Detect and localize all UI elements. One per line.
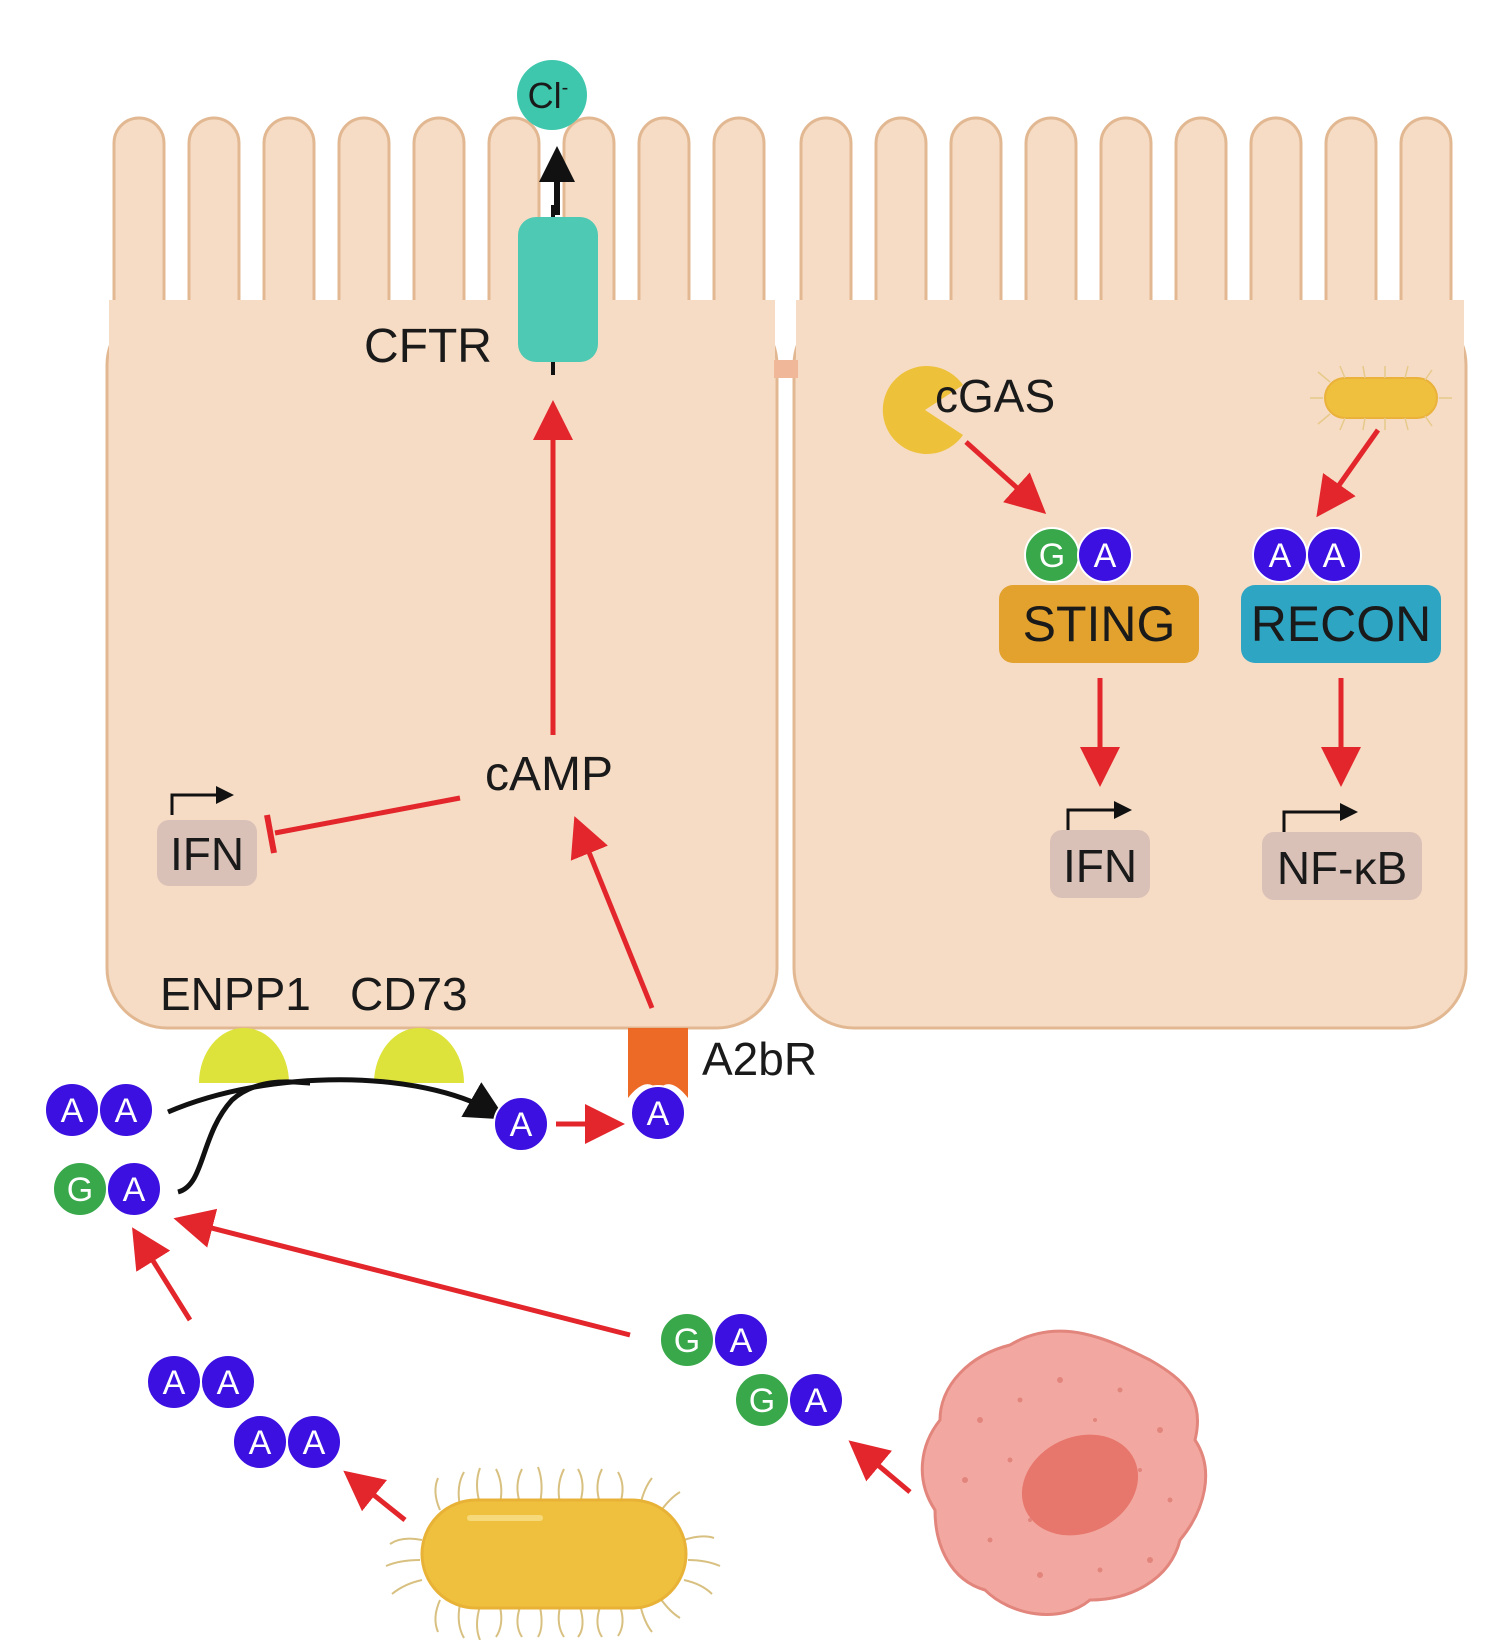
adenine-nucleotide: [713, 1312, 769, 1368]
sting-label: STING: [1023, 596, 1176, 652]
chloride-ion: [517, 60, 587, 130]
guanine-letter: G: [674, 1322, 700, 1360]
camp-label: cAMP: [485, 748, 613, 801]
cgas-label: cGAS: [935, 370, 1055, 422]
cgas-enzyme: [882, 366, 963, 454]
cdiamp-on-recon: A A: [1252, 527, 1362, 583]
cd73-label: CD73: [350, 968, 468, 1020]
enpp1-enzyme: [199, 1028, 289, 1083]
a2br-receptor: [628, 1028, 688, 1098]
cd73-enzyme: [374, 1028, 464, 1083]
dying-host-cell: [920, 1329, 1208, 1616]
cgamp-on-sting: G A: [1024, 527, 1133, 583]
a2br-label: A2bR: [702, 1033, 817, 1085]
adenine-nucleotide: [200, 1354, 256, 1410]
nfkb-gene: NF-κB: [1262, 803, 1422, 900]
adenine-nucleotide: [286, 1414, 342, 1470]
adenosine-bound: A: [630, 1085, 686, 1141]
adenine-letter: A: [303, 1424, 326, 1462]
left-epithelial-cell: [105, 116, 779, 1030]
adenine-letter: A: [61, 1092, 84, 1130]
camp-inhibits-ifn: [264, 795, 461, 854]
adenine-letter: A: [805, 1382, 828, 1420]
cftr-label: CFTR: [364, 320, 492, 373]
ifn-left-label: IFN: [170, 828, 244, 880]
host-cell-nucleus: [1021, 1434, 1139, 1536]
ifn-gene-left: IFN: [157, 786, 257, 886]
adenine-nucleotide: [493, 1096, 549, 1152]
recon-box: [1241, 585, 1441, 663]
guanine-letter: G: [67, 1171, 93, 1209]
adenosine-free: A: [493, 1096, 549, 1152]
tight-junction: [774, 360, 798, 378]
cdiamp-pool-arrow: [132, 1227, 193, 1322]
adenine-letter: A: [249, 1424, 272, 1462]
bacterium-secretes-cdiamp-arrow: [343, 1470, 407, 1522]
recon-label: RECON: [1251, 596, 1432, 652]
guanine-letter: G: [749, 1382, 775, 1420]
adenine-letter: A: [217, 1364, 240, 1402]
ifn-gene-right: IFN: [1050, 801, 1150, 898]
cgas-to-cgamp-arrow: [964, 440, 1047, 515]
cgamp-from-host-to-pool-arrow: [173, 1208, 631, 1338]
sting-box: [999, 585, 1199, 663]
adenine-letter: A: [510, 1106, 533, 1144]
svg-text:A: A: [1094, 537, 1117, 575]
adenine-nucleotide: [788, 1372, 844, 1428]
cdiamp-hydrolysis-arrow: [167, 1077, 507, 1120]
host-cell-releases-cgamp-arrow: [848, 1440, 912, 1494]
adenine-letter: A: [730, 1322, 753, 1360]
svg-text:G: G: [1039, 537, 1065, 575]
left-cell-body: [105, 303, 779, 1030]
adenine-letter: A: [163, 1364, 186, 1402]
ifn-right-label: IFN: [1063, 840, 1137, 892]
extracellular-bacterium: [385, 1466, 721, 1640]
adenine-letter: A: [115, 1092, 138, 1130]
enpp1-label: ENPP1: [160, 968, 311, 1020]
cftr-channel: [518, 217, 598, 362]
cgamp-hydrolysis-arrow: [177, 1079, 311, 1195]
nfkb-label: NF-κB: [1277, 842, 1407, 894]
bacterium-to-cdiamp-arrow: [1316, 428, 1381, 518]
adenine-nucleotide: [630, 1085, 686, 1141]
a2br-to-camp-arrow: [570, 816, 655, 1009]
intracellular-bacterium: [1310, 365, 1452, 431]
adenine-letter: A: [647, 1095, 670, 1133]
adenine-nucleotide: [106, 1161, 162, 1217]
adenine-nucleotide: [98, 1082, 154, 1138]
chloride-label: Cl-: [528, 75, 569, 116]
svg-text:A: A: [1269, 537, 1292, 575]
svg-text:A: A: [1323, 537, 1346, 575]
adenine-letter: A: [123, 1171, 146, 1209]
